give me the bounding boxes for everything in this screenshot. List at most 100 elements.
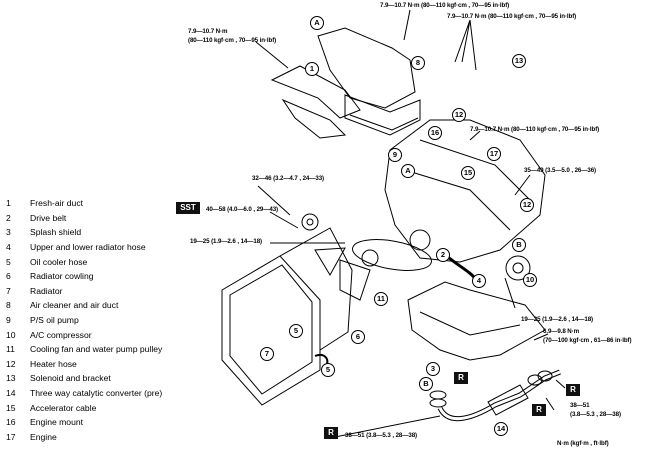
- legend-item: 15 Accelerator cable: [6, 400, 162, 415]
- callout-6: 6: [351, 330, 365, 344]
- legend-item: 3 Splash shield: [6, 225, 162, 240]
- torque-label: 32—46 (3.2—4.7 , 24—33): [252, 175, 324, 182]
- torque-label: 7.9—10.7 N·m: [188, 28, 228, 35]
- legend-number: 1: [6, 198, 11, 209]
- torque-label: 35—49 (3.5—5.0 , 26—36): [524, 167, 596, 174]
- legend-number: 16: [6, 417, 16, 428]
- callout-8: 8: [411, 56, 425, 70]
- callout-14: 14: [494, 422, 508, 436]
- callout-13: 13: [512, 54, 526, 68]
- legend-label: Drive belt: [30, 212, 67, 223]
- legend-number: 7: [6, 285, 11, 296]
- callout-12: 12: [452, 108, 466, 122]
- torque-label: 6.9—9.8 N·m: [543, 328, 580, 335]
- cooling-fan: [314, 247, 371, 301]
- torque-label: 7.9—10.7 N·m (80—110 kgf·cm , 70—95 in·l…: [470, 126, 600, 133]
- legend-item: 2 Drive belt: [6, 211, 162, 226]
- air-filter: [344, 94, 421, 136]
- legend-number: 9: [6, 315, 11, 326]
- ps-pump-pulley: [301, 213, 319, 231]
- drive-belt: [352, 239, 432, 271]
- legend-label: Engine mount: [30, 417, 84, 428]
- replace-badge: R: [566, 384, 580, 396]
- ac-compressor: [505, 255, 531, 281]
- catalytic-converter: [487, 384, 529, 416]
- legend-number: 5: [6, 256, 11, 267]
- legend-item: 16 Engine mount: [6, 415, 162, 430]
- torque-label: 7.9—10.7 N·m (80—110 kgf·cm , 70—95 in·l…: [447, 13, 577, 20]
- legend-item: 5 Oil cooler hose: [6, 254, 162, 269]
- callout-10: 10: [523, 273, 537, 287]
- legend-number: 4: [6, 242, 11, 253]
- legend-label: Heater hose: [30, 358, 77, 369]
- radiator: [221, 255, 321, 406]
- legend-item: 1 Fresh-air duct: [6, 196, 162, 211]
- callout-a: A: [401, 164, 415, 178]
- legend-label: Radiator: [30, 285, 63, 296]
- legend-label: Engine: [30, 431, 57, 442]
- callout-16: 16: [428, 126, 442, 140]
- parts-legend: 1 Fresh-air duct 2 Drive belt 3 Splash shield…: [6, 196, 162, 444]
- legend-label: Fresh-air duct: [30, 198, 84, 209]
- callout-1: 1: [305, 62, 319, 76]
- legend-number: 8: [6, 300, 11, 311]
- callout-3: 3: [426, 362, 440, 376]
- torque-label: (70—100 kgf·cm , 61—86 in·lbf): [543, 337, 632, 344]
- callout-a: A: [310, 16, 324, 30]
- torque-label: 19—25 (1.9—2.6 , 14—18): [190, 238, 262, 245]
- radiator-cowling: [279, 227, 353, 351]
- torque-label: 7.9—10.7 N·m (80—110 kgf·cm , 70—95 in·l…: [380, 2, 510, 9]
- replace-badge: R: [532, 404, 546, 416]
- replace-badge: R: [454, 372, 468, 384]
- torque-label: 38—51 (3.8—5.3 , 28—38): [345, 432, 417, 439]
- legend-number: 11: [6, 344, 15, 355]
- callout-b: B: [419, 377, 433, 391]
- callout-9: 9: [388, 148, 402, 162]
- callout-7: 7: [260, 347, 274, 361]
- legend-number: 6: [6, 271, 11, 282]
- legend-item: 6 Radiator cowling: [6, 269, 162, 284]
- legend-label: A/C compressor: [30, 329, 92, 340]
- legend-label: Accelerator cable: [30, 402, 97, 413]
- legend-label: Radiator cowling: [30, 271, 94, 282]
- callout-12: 12: [520, 198, 534, 212]
- callout-2: 2: [436, 248, 450, 262]
- units-note: N·m (kgf·m , ft·lbf): [557, 440, 609, 447]
- callout-15: 15: [461, 166, 475, 180]
- callout-4: 4: [472, 274, 486, 288]
- callout-17: 17: [487, 147, 501, 161]
- legend-label: Upper and lower radiator hose: [30, 242, 146, 253]
- torque-label: (3.8—5.3 , 28—38): [570, 411, 621, 418]
- torque-label: 40—58 (4.0—6.0 , 29—43): [206, 206, 278, 213]
- callout-11: 11: [374, 292, 388, 306]
- legend-number: 3: [6, 227, 11, 238]
- torque-label: 38—51: [570, 402, 590, 409]
- legend-label: Oil cooler hose: [30, 256, 88, 267]
- legend-number: 10: [6, 329, 16, 340]
- callout-5: 5: [321, 363, 335, 377]
- torque-label: (80—110 kgf·cm , 70—95 in·lbf): [188, 37, 277, 44]
- sst-badge: SST: [176, 202, 200, 214]
- legend-item: 4 Upper and lower radiator hose: [6, 240, 162, 255]
- legend-label: Solenoid and bracket: [30, 373, 111, 384]
- legend-label: Splash shield: [30, 227, 82, 238]
- fresh-air-duct: [270, 65, 361, 139]
- legend-number: 15: [6, 402, 16, 413]
- legend-item: 7 Radiator: [6, 284, 162, 299]
- splash-shield: [407, 281, 546, 361]
- legend-number: 14: [6, 388, 16, 399]
- legend-item: 10 A/C compressor: [6, 327, 162, 342]
- legend-number: 2: [6, 212, 11, 223]
- callout-5: 5: [289, 324, 303, 338]
- torque-label: 19—25 (1.9—2.6 , 14—18): [521, 316, 593, 323]
- air-cleaner: [317, 27, 416, 109]
- replace-badge: R: [324, 427, 338, 439]
